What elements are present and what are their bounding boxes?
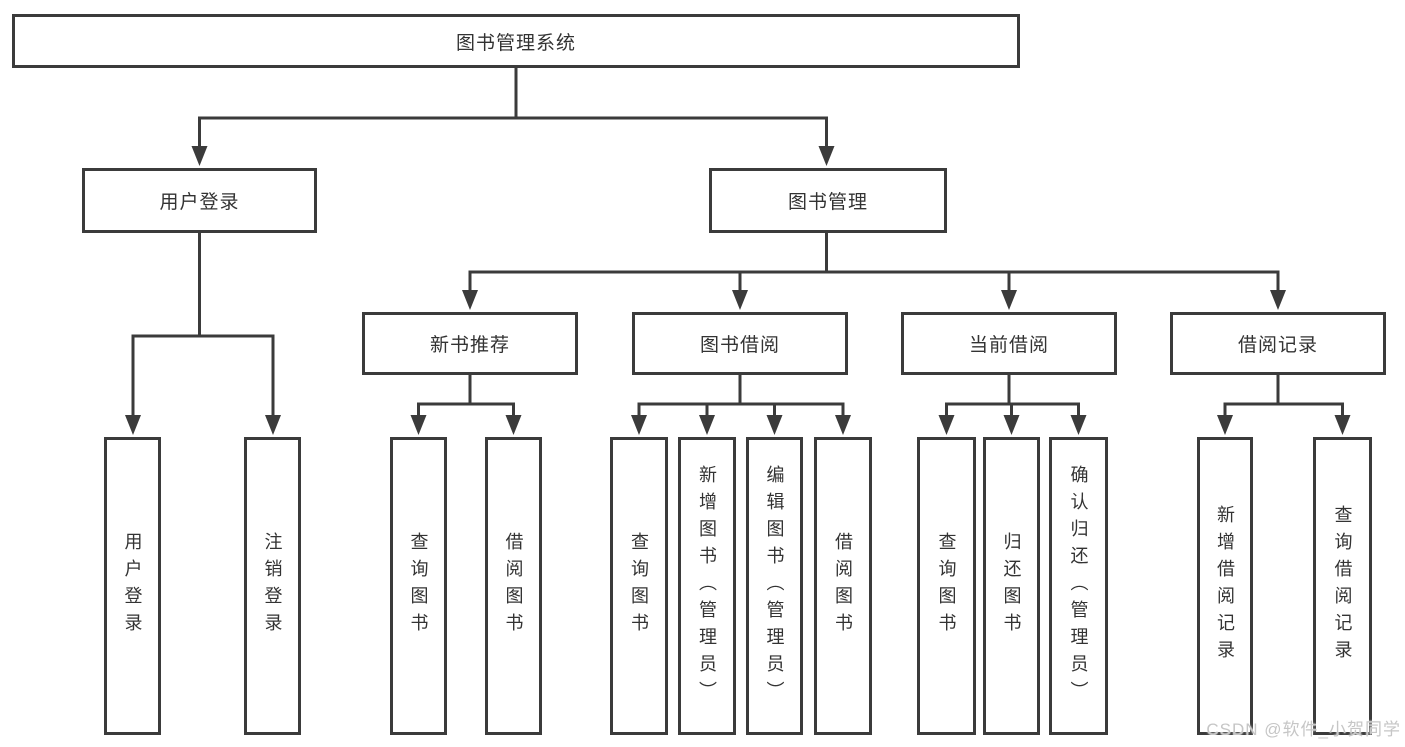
csdn-watermark: CSDN @软件_小贺同学 bbox=[1206, 720, 1401, 739]
node-library-management-system-label: 图书管理系统 bbox=[455, 32, 576, 54]
leaf-user-login-label: 用户登录 bbox=[122, 532, 143, 640]
node-current-borrowing: 当前借阅 bbox=[901, 312, 1117, 375]
leaf-current-query-books-label: 查询图书 bbox=[936, 532, 957, 640]
leaf-borrowing-query-books: 查询图书 bbox=[610, 437, 668, 735]
leaf-borrowing-query-books-label: 查询图书 bbox=[629, 532, 649, 640]
leaf-current-query-books: 查询图书 bbox=[917, 437, 976, 735]
connector-new-rec-children bbox=[410, 373, 522, 435]
leaf-borrowing-borrow-books: 借阅图书 bbox=[814, 437, 872, 735]
leaf-newrec-query-books-label: 查询图书 bbox=[408, 532, 429, 640]
node-book-borrowing: 图书借阅 bbox=[632, 312, 848, 375]
leaf-records-query-borrow-record-label: 查询借阅记录 bbox=[1332, 505, 1353, 667]
node-borrowing-records-label: 借阅记录 bbox=[1237, 335, 1318, 356]
node-new-book-recommendation: 新书推荐 bbox=[362, 312, 578, 375]
leaf-current-confirm-return-admin-label: 确认归还（管理员） bbox=[1068, 464, 1089, 708]
connector-borrow-records-children bbox=[1217, 373, 1351, 435]
node-book-management-label: 图书管理 bbox=[787, 192, 868, 213]
leaf-records-add-borrow-record-label: 新增借阅记录 bbox=[1215, 505, 1235, 667]
connector-root-to-level2 bbox=[191, 66, 835, 166]
leaf-current-return-books: 归还图书 bbox=[983, 437, 1040, 735]
leaf-borrowing-add-books-admin: 新增图书（管理员） bbox=[678, 437, 736, 735]
node-borrowing-records: 借阅记录 bbox=[1170, 312, 1386, 375]
leaf-newrec-borrow-books: 借阅图书 bbox=[485, 437, 542, 735]
connector-book-mgmt-children bbox=[462, 231, 1286, 310]
leaf-borrowing-add-books-admin-label: 新增图书（管理员） bbox=[697, 464, 717, 708]
leaf-borrowing-edit-books-admin: 编辑图书（管理员） bbox=[746, 437, 803, 735]
leaf-newrec-borrow-books-label: 借阅图书 bbox=[503, 532, 524, 640]
node-current-borrowing-label: 当前借阅 bbox=[968, 335, 1049, 356]
leaf-logout: 注销登录 bbox=[244, 437, 301, 735]
leaf-current-confirm-return-admin: 确认归还（管理员） bbox=[1049, 437, 1108, 735]
leaf-logout-label: 注销登录 bbox=[262, 532, 283, 640]
leaf-borrowing-edit-books-admin-label: 编辑图书（管理员） bbox=[764, 464, 785, 708]
node-new-book-recommendation-label: 新书推荐 bbox=[429, 335, 510, 356]
node-library-management-system: 图书管理系统 bbox=[12, 14, 1020, 68]
node-user-login: 用户登录 bbox=[82, 168, 317, 233]
node-book-management: 图书管理 bbox=[709, 168, 947, 233]
node-user-login-label: 用户登录 bbox=[159, 192, 240, 213]
leaf-newrec-query-books: 查询图书 bbox=[390, 437, 447, 735]
leaf-records-query-borrow-record: 查询借阅记录 bbox=[1313, 437, 1372, 735]
node-book-borrowing-label: 图书借阅 bbox=[699, 335, 780, 356]
leaf-user-login: 用户登录 bbox=[104, 437, 161, 735]
connector-current-borrow-children bbox=[938, 373, 1087, 435]
leaf-records-add-borrow-record: 新增借阅记录 bbox=[1197, 437, 1253, 735]
leaf-borrowing-borrow-books-label: 借阅图书 bbox=[833, 532, 853, 640]
connector-user-login-children bbox=[125, 231, 281, 435]
connector-book-borrow-children bbox=[631, 373, 851, 435]
leaf-current-return-books-label: 归还图书 bbox=[1001, 532, 1022, 640]
